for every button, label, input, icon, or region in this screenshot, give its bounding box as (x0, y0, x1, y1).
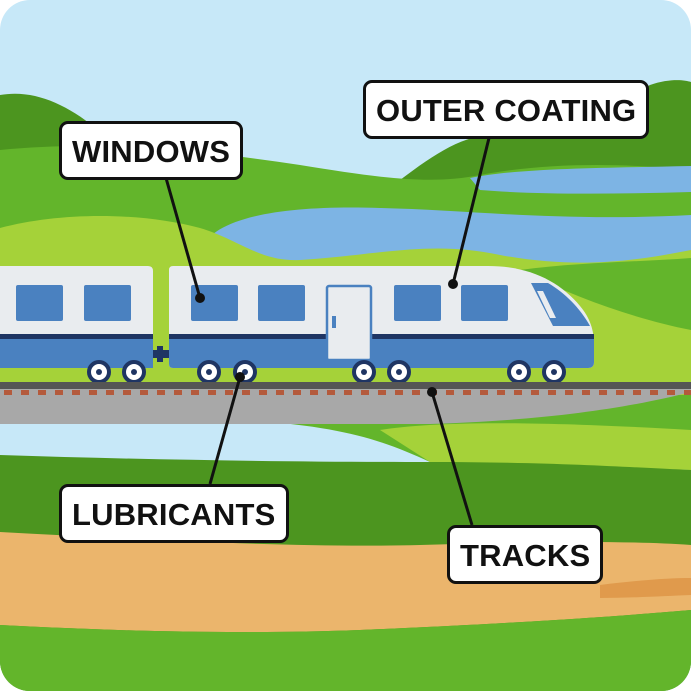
sleeper (140, 390, 148, 395)
sleeper (463, 390, 471, 395)
sleeper (412, 390, 420, 395)
sleeper (582, 390, 590, 395)
sleeper (242, 390, 250, 395)
lake-top-right (470, 166, 691, 194)
sleeper (378, 390, 386, 395)
sleeper (395, 390, 403, 395)
sleeper (684, 390, 691, 395)
sleeper (106, 390, 114, 395)
sleeper (497, 390, 505, 395)
sleepers (4, 390, 691, 395)
sleeper (276, 390, 284, 395)
foreground-grass (0, 610, 691, 691)
sleeper (55, 390, 63, 395)
sleeper (565, 390, 573, 395)
track-ballast (0, 388, 691, 424)
sleeper (21, 390, 29, 395)
sleeper (191, 390, 199, 395)
sleeper (667, 390, 675, 395)
label-tracks: TRACKS (447, 525, 604, 584)
sleeper (4, 390, 12, 395)
loco-window-2 (258, 285, 305, 321)
label-windows: WINDOWS (59, 121, 244, 180)
door (325, 284, 373, 362)
lower-field-light (380, 423, 691, 470)
sleeper (599, 390, 607, 395)
leader-windows (164, 177, 202, 299)
sleeper (361, 390, 369, 395)
sleeper (310, 390, 318, 395)
loco-window-4 (461, 285, 508, 321)
leader-outer-coating (451, 137, 491, 285)
locomotive (169, 266, 594, 368)
sleeper (123, 390, 131, 395)
sleeper (208, 390, 216, 395)
sleeper (293, 390, 301, 395)
sleeper (72, 390, 80, 395)
sleeper (225, 390, 233, 395)
label-outer-coating: OUTER COATING (363, 80, 650, 139)
sleeper (446, 390, 454, 395)
sleeper (650, 390, 658, 395)
leader-lines (164, 137, 491, 526)
sleeper (480, 390, 488, 395)
sleeper (157, 390, 165, 395)
rear-car-window-2 (84, 285, 131, 321)
dirt-path-stripe (600, 578, 691, 598)
sleeper (531, 390, 539, 395)
rear-car-window-1 (16, 285, 63, 321)
rail (0, 382, 691, 389)
sleeper (38, 390, 46, 395)
sleeper (327, 390, 335, 395)
sleeper (514, 390, 522, 395)
loco-window-3 (394, 285, 441, 321)
sleeper (344, 390, 352, 395)
sleeper (548, 390, 556, 395)
sleeper (89, 390, 97, 395)
sleeper (616, 390, 624, 395)
field-green-band (520, 258, 691, 330)
windshield (531, 283, 590, 326)
leader-lubricants (208, 376, 242, 485)
sleeper (174, 390, 182, 395)
sleeper (259, 390, 267, 395)
rear-car (0, 266, 153, 368)
sleeper (633, 390, 641, 395)
leader-tracks (430, 391, 474, 526)
label-lubricants: LUBRICANTS (59, 484, 289, 543)
